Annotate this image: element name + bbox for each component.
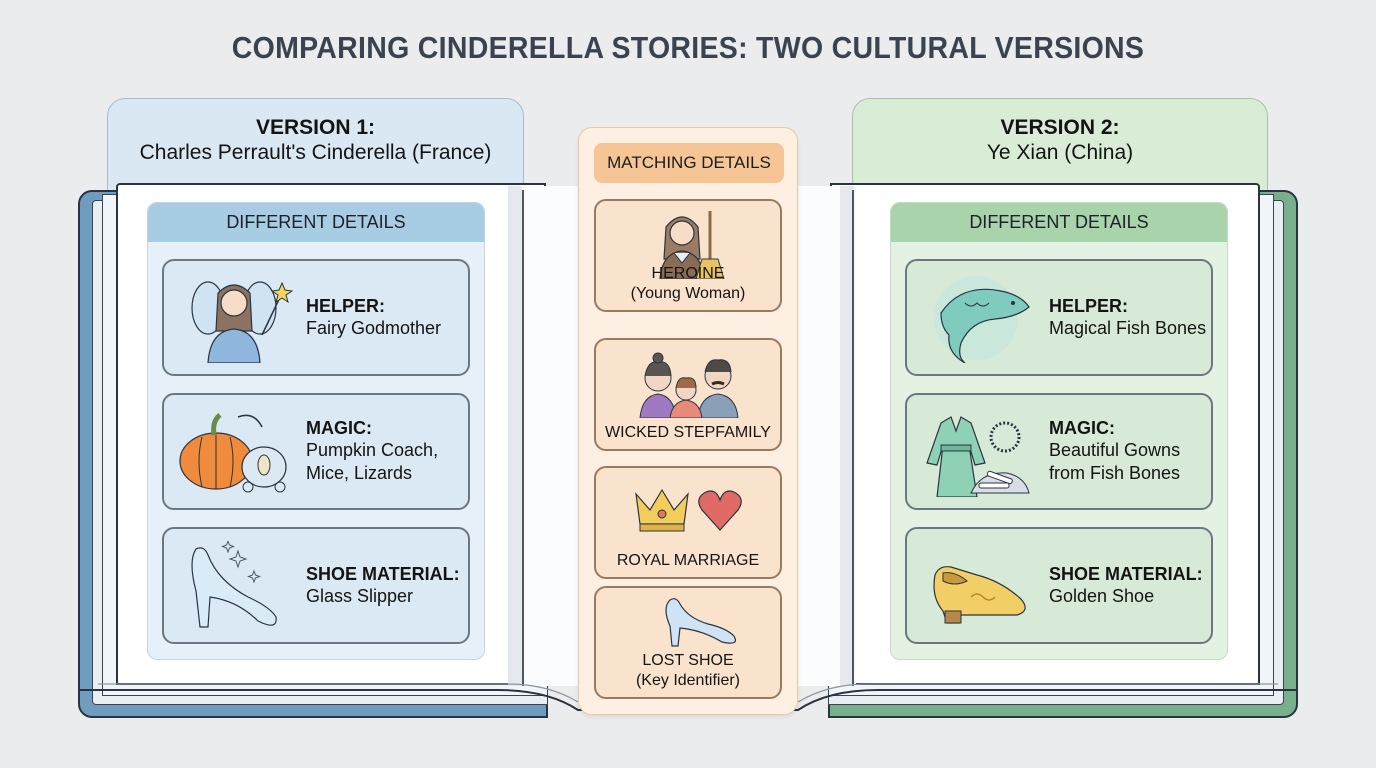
shoe-material-value: Golden Shoe: [1049, 585, 1155, 606]
matching-details-column: MATCHING DETAILS HEROINE (Young Woman): [578, 127, 798, 715]
matching-section-title: MATCHING DETAILS: [594, 143, 784, 183]
matching-lost-shoe-card: LOST SHOE (Key Identifier): [594, 586, 782, 699]
page-title: COMPARING CINDERELLA STORIES: TWO CULTUR…: [231, 30, 1145, 65]
version1-section-title: DIFFERENT DETAILS: [148, 203, 484, 242]
gown-and-bones-icon: [921, 407, 1041, 498]
shoe-material-label: SHOE MATERIAL:: [1049, 563, 1203, 584]
lost-shoe-icon: [596, 594, 780, 666]
fairy-godmother-icon: [178, 273, 298, 364]
magic-label: MAGIC:: [306, 418, 372, 438]
version2-number: VERSION 2:: [1000, 116, 1120, 139]
shoe-material-label: SHOE MATERIAL:: [306, 563, 460, 584]
version1-different-details-panel: DIFFERENT DETAILS HELPER: Fairy Godmothe…: [147, 202, 485, 660]
royal-marriage-label: ROYAL MARRIAGE: [616, 552, 760, 569]
helper-value: Magical Fish Bones: [1049, 317, 1207, 338]
heroine-line2: (Young Woman): [630, 285, 746, 302]
spine-line-left: [522, 190, 524, 686]
heroine-with-broom-icon: [596, 207, 780, 280]
matching-heroine-card: HEROINE (Young Woman): [594, 199, 782, 312]
version2-shoe-card: SHOE MATERIAL: Golden Shoe: [905, 527, 1213, 644]
spine-line-right: [852, 190, 854, 686]
version2-magic-card: MAGIC: Beautiful Gowns from Fish Bones: [905, 393, 1213, 510]
helper-value: Fairy Godmother: [306, 317, 442, 338]
version1-number: VERSION 1:: [255, 116, 376, 139]
helper-label: HELPER:: [306, 295, 386, 316]
version2-section-title: DIFFERENT DETAILS: [891, 203, 1227, 242]
shoe-material-value: Glass Slipper: [306, 585, 414, 606]
heroine-line1: HEROINE: [651, 265, 725, 282]
magic-fish-icon: [921, 273, 1041, 364]
version2-helper-card: HELPER: Magical Fish Bones: [905, 259, 1213, 376]
version1-name: Charles Perrault's Cinderella (France): [139, 141, 492, 164]
golden-shoe-icon: [921, 541, 1041, 631]
crown-and-heart-icon: [596, 474, 780, 546]
magic-value-line1: Beautiful Gowns: [1049, 440, 1181, 460]
lost-shoe-line1: LOST SHOE: [642, 652, 734, 669]
version2-name: Ye Xian (China): [986, 141, 1134, 164]
gutter-right: [840, 186, 854, 686]
gutter-left: [508, 186, 522, 686]
magic-value-line1: Pumpkin Coach,: [306, 440, 439, 460]
helper-label: HELPER:: [1049, 295, 1129, 316]
version1-magic-card: MAGIC: Pumpkin Coach, Mice, Lizards: [162, 393, 470, 510]
matching-stepfamily-card: WICKED STEPFAMILY: [594, 338, 782, 451]
magic-label: MAGIC:: [1049, 418, 1115, 438]
stepfamily-icon: [596, 346, 780, 419]
glass-slipper-icon: [178, 539, 298, 631]
matching-royal-marriage-card: ROYAL MARRIAGE: [594, 466, 782, 579]
magic-value-line2: Mice, Lizards: [306, 463, 413, 483]
version1-shoe-card: SHOE MATERIAL: Glass Slipper: [162, 527, 470, 644]
magic-value-line2: from Fish Bones: [1049, 463, 1181, 483]
pumpkin-coach-icon: [178, 407, 298, 497]
version2-different-details-panel: DIFFERENT DETAILS HELPER: Magical Fish B…: [890, 202, 1228, 660]
version1-helper-card: HELPER: Fairy Godmother: [162, 259, 470, 376]
stepfamily-label: WICKED STEPFAMILY: [605, 424, 771, 441]
lost-shoe-line2: (Key Identifier): [635, 672, 741, 689]
